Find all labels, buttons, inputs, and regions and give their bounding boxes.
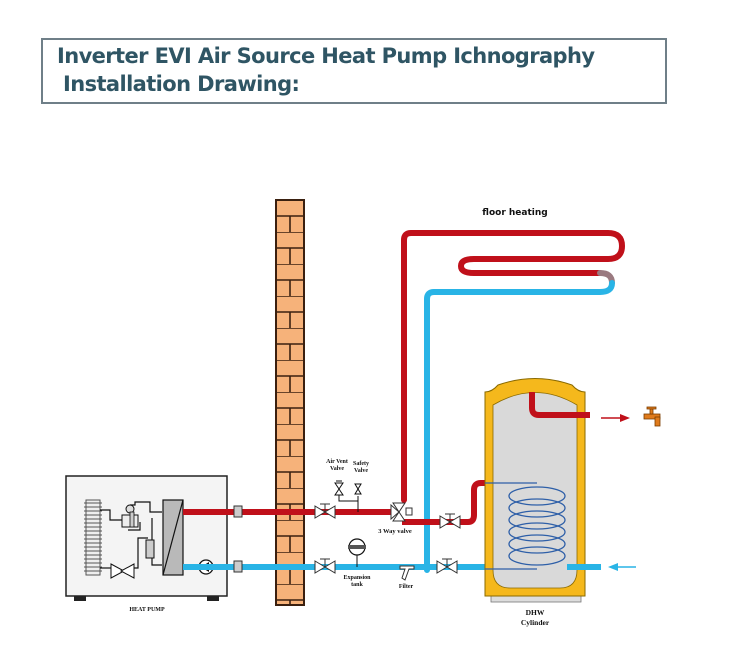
heat-pump-foot-right bbox=[207, 596, 219, 601]
dhw-return-shutoff-valve[interactable] bbox=[436, 558, 458, 574]
evaporator-coil bbox=[84, 499, 102, 576]
dhw-label-2: Cylinder bbox=[521, 618, 550, 627]
title-box: Inverter EVI Air Source Heat Pump Ichnog… bbox=[41, 38, 667, 104]
air-vent-valve[interactable] bbox=[334, 480, 358, 502]
air-vent-label-1: Air Vent bbox=[326, 459, 348, 465]
expansion-tank-label-1: Expansion bbox=[343, 575, 371, 581]
dhw-cylinder bbox=[484, 378, 601, 603]
filter-icon bbox=[399, 565, 415, 581]
floor-heating-loop: floor heating bbox=[401, 208, 625, 573]
safety-valve[interactable] bbox=[354, 483, 362, 512]
three-way-valve-label: 3 Way valve bbox=[378, 528, 412, 535]
safety-valve-label-2: Valve bbox=[354, 468, 368, 474]
compressor-icon bbox=[121, 504, 139, 528]
safety-valve-label-1: Safety bbox=[353, 461, 369, 467]
floor-heating-hot-pipe bbox=[401, 230, 625, 503]
filter-drier-icon bbox=[145, 539, 155, 559]
expansion-valve-icon bbox=[110, 563, 135, 579]
title-line-1: Inverter EVI Air Source Heat Pump Ichnog… bbox=[57, 44, 595, 68]
plate-heat-exchanger bbox=[162, 499, 184, 576]
filter-label: Filter bbox=[399, 584, 414, 590]
faucet-icon bbox=[643, 406, 661, 427]
floor-heating-label: floor heating bbox=[482, 208, 547, 218]
heat-pump-unit: HEAT PUMP bbox=[65, 475, 228, 613]
air-vent-label-2: Valve bbox=[330, 466, 344, 472]
title-line-2: Installation Drawing: bbox=[63, 72, 300, 96]
dhw-shutoff-valve[interactable] bbox=[439, 513, 461, 529]
hot-pipe-connector bbox=[233, 505, 243, 518]
cold-return-pipe bbox=[183, 564, 493, 570]
heat-pump-foot-left bbox=[74, 596, 86, 601]
floor-heating-cold-pipe bbox=[424, 280, 615, 573]
heat-pump-label: HEAT PUMP bbox=[129, 607, 165, 613]
cold-water-in-arrow bbox=[608, 563, 636, 571]
expansion-tank-label-2: tank bbox=[351, 582, 363, 588]
cold-pipe-connector bbox=[233, 560, 243, 573]
expansion-tank bbox=[348, 538, 366, 567]
hot-pipe-shutoff-valve[interactable] bbox=[314, 503, 336, 519]
hot-water-out-arrow bbox=[601, 414, 630, 422]
cold-pipe-shutoff-valve[interactable] bbox=[314, 558, 336, 574]
hot-supply-pipe bbox=[183, 480, 500, 525]
dhw-label-1: DHW bbox=[526, 608, 545, 617]
heat-exchanger-coil bbox=[485, 482, 566, 570]
brick-wall bbox=[275, 199, 305, 606]
three-way-valve[interactable] bbox=[390, 502, 413, 522]
